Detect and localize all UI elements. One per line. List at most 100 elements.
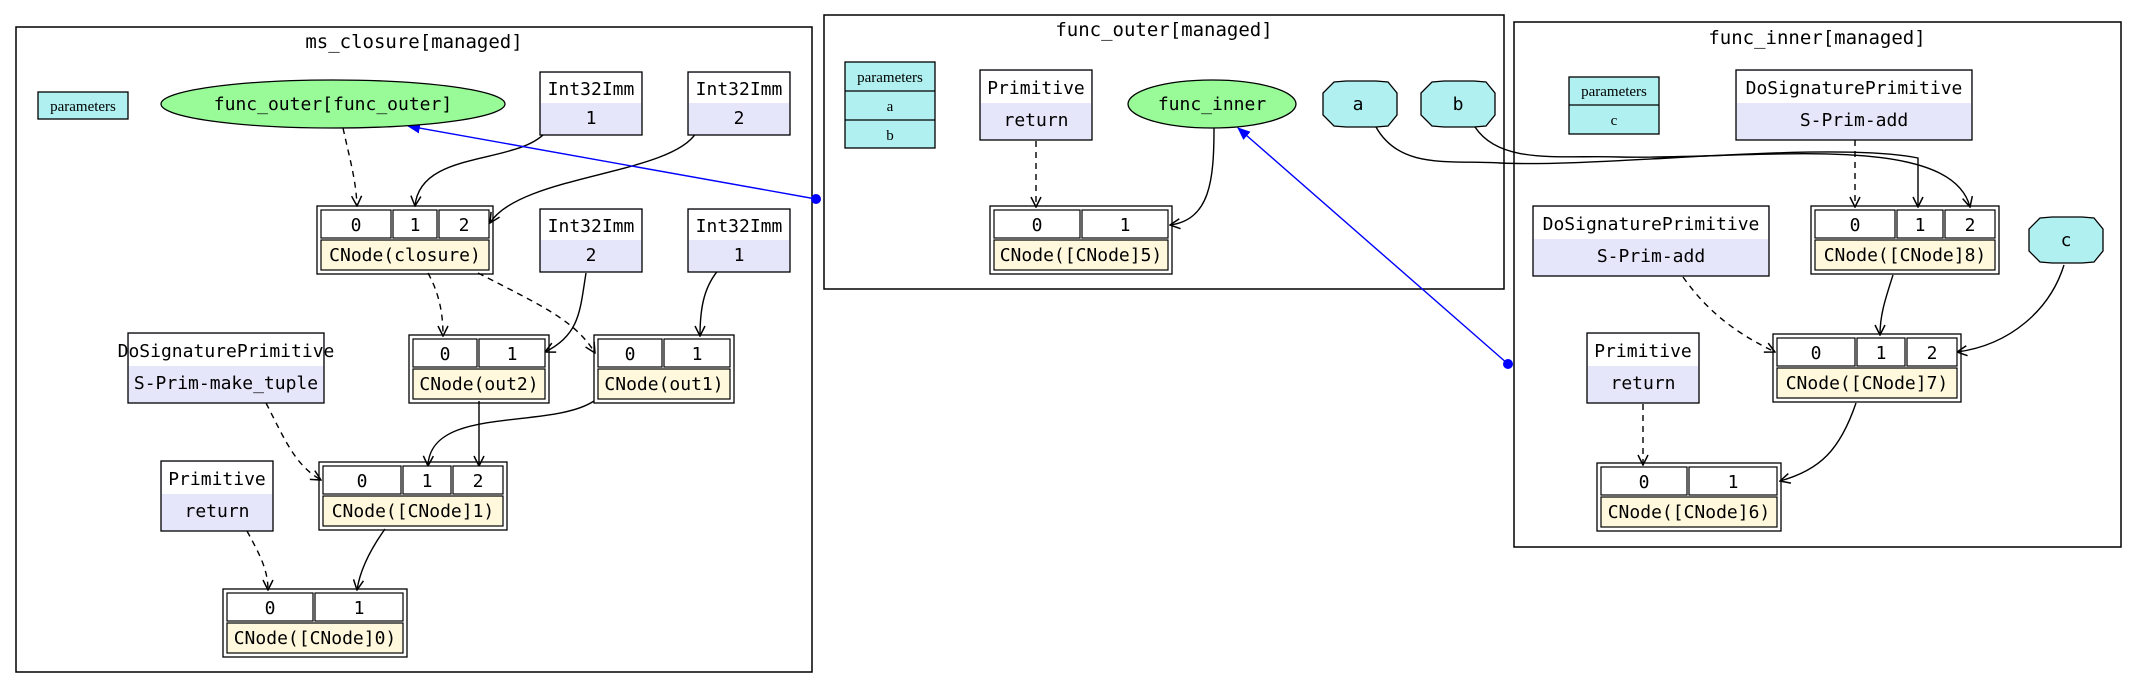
octagon-label: b — [1453, 94, 1464, 115]
edge-imm-c-to-out2 — [545, 272, 587, 352]
outer-return-primitive-node[interactable]: Primitive return — [979, 69, 1093, 141]
port-0: 0 — [625, 344, 636, 365]
int32imm-node-d[interactable]: Int32Imm 1 — [687, 208, 791, 273]
edge-func-outer-to-closure — [342, 127, 357, 206]
inner-add-primitive-node-1[interactable]: DoSignaturePrimitive S-Prim-add — [1735, 69, 1973, 141]
ms-parameters-label: parameters — [50, 99, 116, 115]
edges — [246, 126, 2065, 590]
int32imm-type: Int32Imm — [548, 79, 635, 100]
int32imm-type: Int32Imm — [548, 216, 635, 237]
make-tuple-primitive-node[interactable]: DoSignaturePrimitive S-Prim-make_tuple — [118, 332, 335, 404]
edge-closure-to-out2 — [427, 272, 443, 336]
primitive-type: Primitive — [987, 78, 1085, 99]
port-1: 1 — [354, 598, 365, 619]
cnode-label: CNode([CNode]0) — [234, 628, 397, 649]
port-1: 1 — [1728, 472, 1739, 493]
edge-closure-to-out1 — [477, 272, 595, 353]
outer-param-a: a — [887, 99, 894, 115]
cnode-out2[interactable]: 0 1 CNode(out2) — [408, 334, 550, 404]
cnode-1[interactable]: 0 1 2 CNode([CNode]1) — [318, 461, 508, 531]
edge-imm2-to-closure — [490, 132, 697, 223]
int32imm-type: Int32Imm — [696, 216, 783, 237]
primitive-type: Primitive — [168, 469, 266, 490]
cnode-label: CNode(closure) — [329, 245, 481, 266]
cnode-6[interactable]: 0 1 CNode([CNode]6) — [1596, 462, 1782, 532]
edge-add2-to-cnode7 — [1682, 276, 1775, 352]
func-outer-graph-label: func_outer[func_outer] — [214, 94, 452, 115]
edge-cnode8-to-cnode7 — [1880, 274, 1894, 335]
func-inner-graph-label: func_inner — [1158, 94, 1267, 115]
inner-parameters-label: parameters — [1581, 84, 1647, 100]
port-1: 1 — [692, 344, 703, 365]
cnode-label: CNode([CNode]5) — [1000, 245, 1163, 266]
cluster-ms-closure: ms_closure[managed] — [15, 26, 813, 673]
port-1: 1 — [1120, 215, 1131, 236]
primitive-name: return — [1610, 373, 1675, 394]
primitive-type: DoSignaturePrimitive — [118, 341, 335, 362]
func-outer-graph-node[interactable]: func_outer[func_outer] — [160, 79, 506, 129]
port-1: 1 — [422, 471, 433, 492]
cluster-func-inner: func_inner[managed] — [1513, 21, 2122, 548]
port-1: 1 — [507, 344, 518, 365]
cnode-label: CNode(out1) — [604, 374, 723, 395]
cnode-5[interactable]: 0 1 CNode([CNode]5) — [989, 205, 1173, 275]
edge-out1-to-cnode1 — [428, 400, 595, 466]
cnode-label: CNode([CNode]8) — [1824, 245, 1987, 266]
primitive-name: S-Prim-make_tuple — [134, 373, 318, 394]
cnode-out1[interactable]: 0 1 CNode(out1) — [593, 334, 735, 404]
edge-ret-to-cnode0 — [246, 530, 268, 590]
edge-func-inner-to-cnode5 — [1170, 127, 1215, 225]
ms-parameters-node: parameters — [37, 91, 129, 120]
cnode-label: CNode([CNode]6) — [1608, 502, 1771, 523]
closure-edges — [406, 122, 1513, 369]
port-0: 0 — [1639, 472, 1650, 493]
outer-parameters-label: parameters — [857, 70, 923, 86]
int32imm-node-a[interactable]: Int32Imm 1 — [539, 71, 643, 136]
port-1: 1 — [1915, 215, 1926, 236]
int32imm-node-c[interactable]: Int32Imm 2 — [539, 208, 643, 273]
edge-oct-c-to-cnode7 — [1957, 264, 2065, 352]
inner-parameters-node: parameters c — [1568, 76, 1660, 135]
func-inner-graph-node[interactable]: func_inner — [1127, 79, 1297, 129]
closure-edge-anchor-inner — [1503, 359, 1513, 369]
inner-param-c: c — [1611, 113, 1618, 129]
int32imm-node-b[interactable]: Int32Imm 2 — [687, 71, 791, 136]
edge-cnode1-to-cnode0 — [357, 528, 386, 590]
cnode-7[interactable]: 0 1 2 CNode([CNode]7) — [1772, 333, 1962, 403]
closure-edge-anchor-outer — [811, 194, 821, 204]
port-0: 0 — [440, 344, 451, 365]
cnode-closure[interactable]: 0 1 2 CNode(closure) — [316, 205, 494, 275]
inner-param-c-octagon[interactable]: c — [2028, 216, 2104, 264]
outer-param-b-octagon[interactable]: b — [1420, 80, 1496, 128]
primitive-type: Primitive — [1594, 341, 1692, 362]
port-0: 0 — [1032, 215, 1043, 236]
cluster-title-func-outer: func_outer[managed] — [1055, 19, 1272, 41]
int32imm-value: 2 — [734, 108, 745, 129]
port-2: 2 — [473, 471, 484, 492]
cnode-8[interactable]: 0 1 2 CNode([CNode]8) — [1810, 205, 2000, 275]
inner-return-primitive-node[interactable]: Primitive return — [1586, 332, 1700, 404]
cluster-title-ms-closure: ms_closure[managed] — [305, 31, 522, 53]
outer-parameters-node: parameters a b — [844, 61, 936, 149]
cnode-label: CNode(out2) — [419, 374, 538, 395]
edge-imm-d-to-out1 — [700, 267, 721, 336]
edge-cnode7-to-cnode6 — [1780, 402, 1857, 481]
ms-return-primitive-node[interactable]: Primitive return — [160, 460, 274, 532]
cluster-func-outer: func_outer[managed] — [823, 14, 1505, 290]
closure-edge-func-inner — [1237, 127, 1509, 365]
inner-add-primitive-node-2[interactable]: DoSignaturePrimitive S-Prim-add — [1532, 205, 1770, 277]
octagon-label: a — [1353, 94, 1364, 115]
port-1: 1 — [410, 215, 421, 236]
port-0: 0 — [357, 471, 368, 492]
port-2: 2 — [1965, 215, 1976, 236]
edge-make-tuple-to-cnode1 — [265, 402, 321, 480]
cnode-label: CNode([CNode]1) — [332, 501, 495, 522]
port-0: 0 — [1811, 343, 1822, 364]
closure-edge-func-outer — [406, 122, 817, 200]
cluster-title-func-inner: func_inner[managed] — [1708, 27, 1925, 49]
cnode-0[interactable]: 0 1 CNode([CNode]0) — [222, 588, 408, 658]
primitive-name: return — [184, 501, 249, 522]
port-0: 0 — [265, 598, 276, 619]
outer-param-a-octagon[interactable]: a — [1322, 80, 1398, 128]
